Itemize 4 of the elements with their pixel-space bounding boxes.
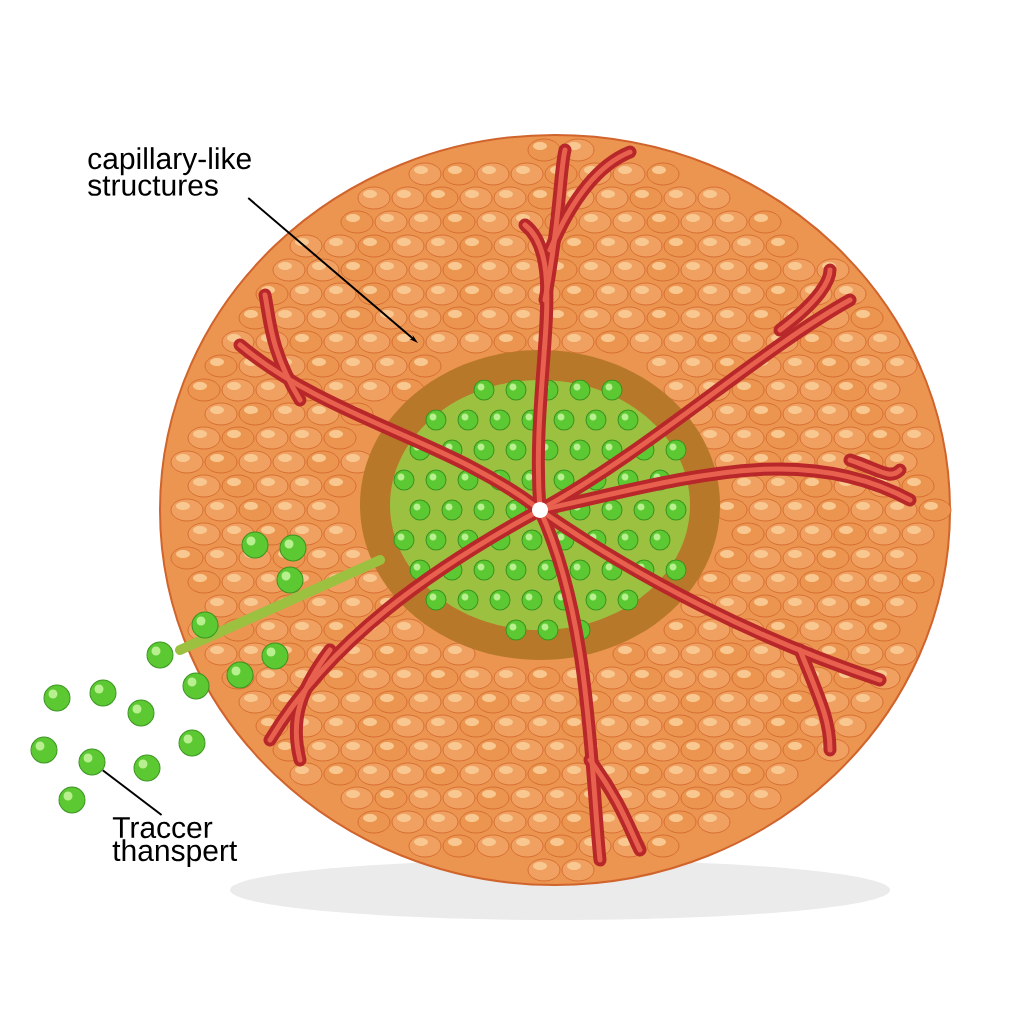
leader-line: [101, 769, 163, 816]
label-text: Traccer thanspert: [112, 817, 238, 868]
tracer-bead: [78, 748, 106, 776]
label-text: capillary-like structures: [88, 147, 251, 196]
